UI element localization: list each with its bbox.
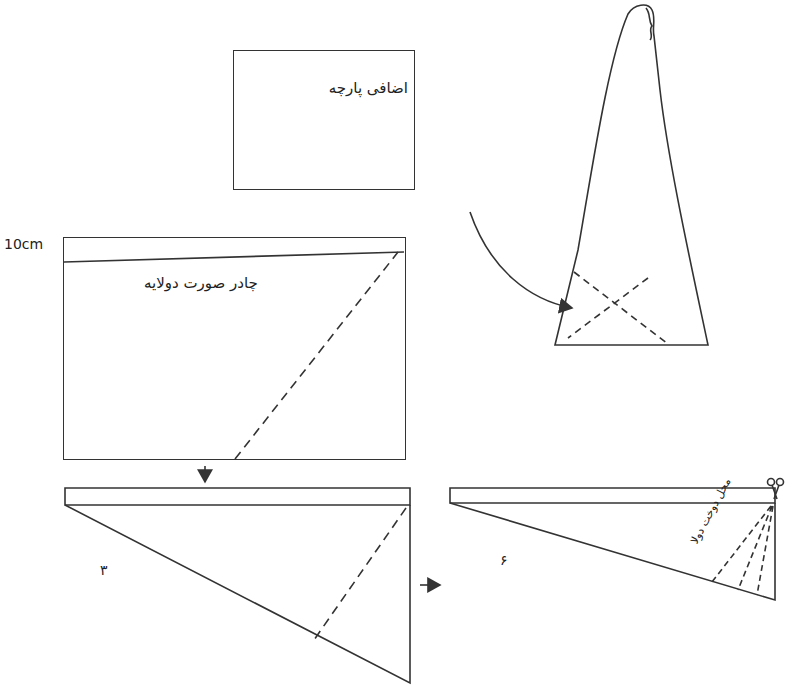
cut-line — [235, 252, 398, 459]
folded-triangle — [450, 503, 775, 600]
curved-arrow — [470, 212, 572, 308]
stitch-note: محل دوخت دولا — [688, 476, 734, 546]
cut-line — [314, 508, 406, 640]
node-text: اضافی پارچه — [329, 79, 408, 97]
node-text: چادر صورت دولایه — [144, 274, 258, 292]
right-arrow — [420, 584, 440, 586]
chador-figure — [555, 5, 708, 345]
stitch-line — [712, 506, 773, 595]
chador-top-edge — [646, 8, 652, 40]
fabric-rectangle: اضافی پارچه — [233, 50, 415, 190]
folded-triangle — [65, 505, 410, 683]
step-number: ۳ — [100, 562, 108, 578]
fold-line — [568, 272, 668, 344]
scissors-symbol — [768, 479, 784, 500]
band-line — [64, 252, 404, 262]
step-number: ۶ — [500, 552, 508, 568]
band-strip — [65, 488, 410, 505]
chador-rectangle: چادر صورت دولایه — [63, 237, 406, 460]
dimension-label: 10cm — [4, 236, 43, 252]
down-arrow — [204, 466, 206, 482]
